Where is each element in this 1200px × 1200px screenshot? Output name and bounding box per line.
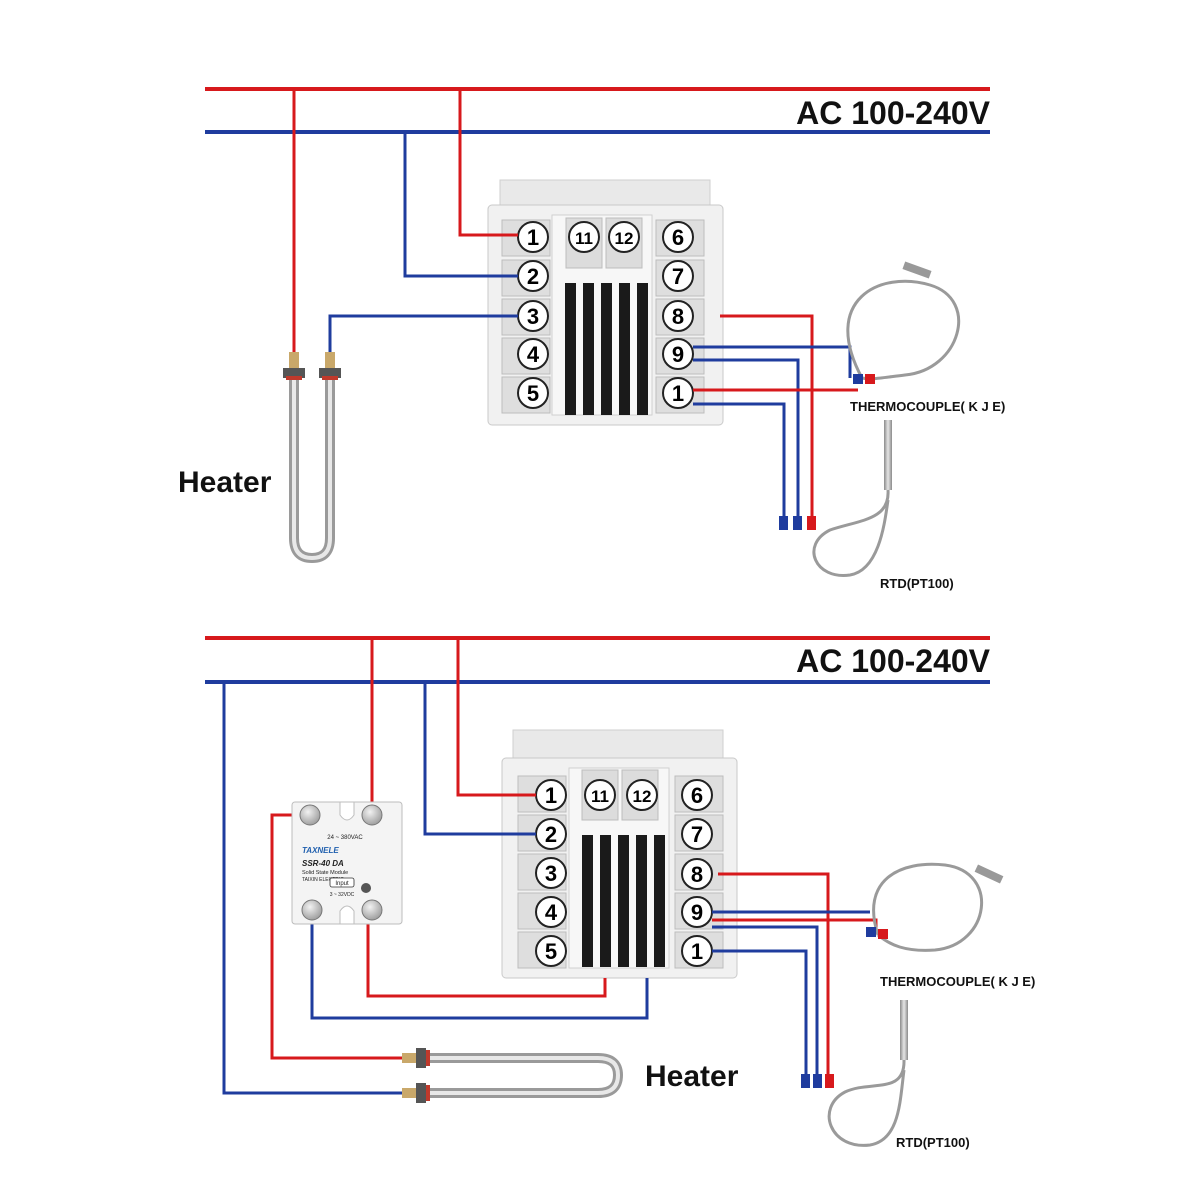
ssr-subtitle: Solid State Module — [302, 870, 348, 876]
wire-heater-t3 — [328, 314, 518, 355]
thermocouple-label: THERMOCOUPLE( K J E) — [850, 399, 1005, 414]
wire-live-t1 — [456, 638, 536, 797]
terminal-label: 1 — [691, 939, 703, 964]
rtd-bottom — [801, 1000, 908, 1147]
wire-neutral-heater — [222, 682, 412, 1095]
heater-bottom — [402, 1048, 624, 1103]
rtd-label: RTD(PT100) — [880, 576, 954, 591]
rtd-label: RTD(PT100) — [896, 1135, 970, 1150]
terminal-label: 3 — [527, 304, 539, 329]
ssr-ac-range: 24 ~ 380VAC — [327, 835, 363, 841]
terminal-label: 7 — [691, 822, 703, 847]
heater-top — [283, 352, 341, 564]
terminal-label: 5 — [527, 381, 539, 406]
wire-t9-rtd — [712, 925, 819, 1078]
wire-t10-rtd — [693, 402, 786, 520]
terminal-label: 12 — [633, 787, 652, 806]
wire-t9-rtd — [693, 358, 800, 520]
ssr-brand: TAXNELE — [302, 846, 339, 855]
diagram-bottom: AC 100-240V 1 — [205, 636, 1035, 1150]
ssr-input-label: Input — [335, 881, 349, 887]
terminal-label: 5 — [545, 939, 557, 964]
ssr-dc-range: 3 ~ 32VDC — [330, 892, 355, 898]
terminal-label: 8 — [672, 304, 684, 329]
terminal-label: 12 — [615, 229, 634, 248]
terminal-label: 3 — [545, 861, 557, 886]
terminal-label: 8 — [691, 862, 703, 887]
terminal-label: 2 — [545, 822, 557, 847]
wire-ssr-heater — [270, 813, 412, 1060]
thermocouple-top — [846, 261, 960, 384]
terminal-label: 11 — [575, 229, 593, 248]
wire-live-t1 — [458, 89, 518, 237]
thermocouple-label: THERMOCOUPLE( K J E) — [880, 974, 1035, 989]
heater-label: Heater — [645, 1060, 739, 1093]
terminal-label: 1 — [527, 225, 539, 250]
terminal-label: 9 — [691, 900, 703, 925]
wire-t10-rtd — [712, 949, 808, 1078]
terminal-label: 11 — [591, 787, 609, 806]
terminal-label: 6 — [672, 225, 684, 250]
terminal-label: 4 — [545, 900, 558, 925]
ssr-module: 24 ~ 380VAC TAXNELE SSR-40 DA Solid Stat… — [291, 801, 403, 925]
terminal-label: 6 — [691, 783, 703, 808]
supply-label: AC 100-240V — [796, 643, 991, 679]
terminal-label: 4 — [527, 342, 540, 367]
terminal-label: 9 — [672, 342, 684, 367]
diagram-top: AC 100-240V — [178, 87, 1005, 591]
wire-ssr-input-neg — [310, 920, 649, 1020]
wire-neutral-t2 — [403, 132, 518, 278]
terminal-label: 7 — [672, 264, 684, 289]
ssr-maker: TAIXIN ELECTRIC — [302, 877, 344, 883]
ssr-model: SSR-40 DA — [302, 859, 344, 868]
terminal-label: 1 — [545, 783, 557, 808]
terminal-badges-top: 1 2 3 4 5 6 7 8 9 1 11 12 — [517, 221, 694, 409]
rtd-top — [779, 420, 892, 577]
terminal-badges-bottom: 1 2 3 4 5 6 7 8 9 1 11 12 — [535, 779, 713, 967]
heater-label: Heater — [178, 466, 272, 499]
wire-t8-rtd — [718, 872, 830, 1078]
wire-t8-rtd — [720, 314, 814, 520]
thermocouple-bottom — [866, 862, 1004, 952]
terminal-label: 2 — [527, 264, 539, 289]
terminal-label: 1 — [672, 381, 684, 406]
wire-neutral-t2 — [423, 682, 536, 836]
supply-label: AC 100-240V — [796, 95, 991, 131]
wire-ssr-input-pos — [366, 920, 607, 998]
